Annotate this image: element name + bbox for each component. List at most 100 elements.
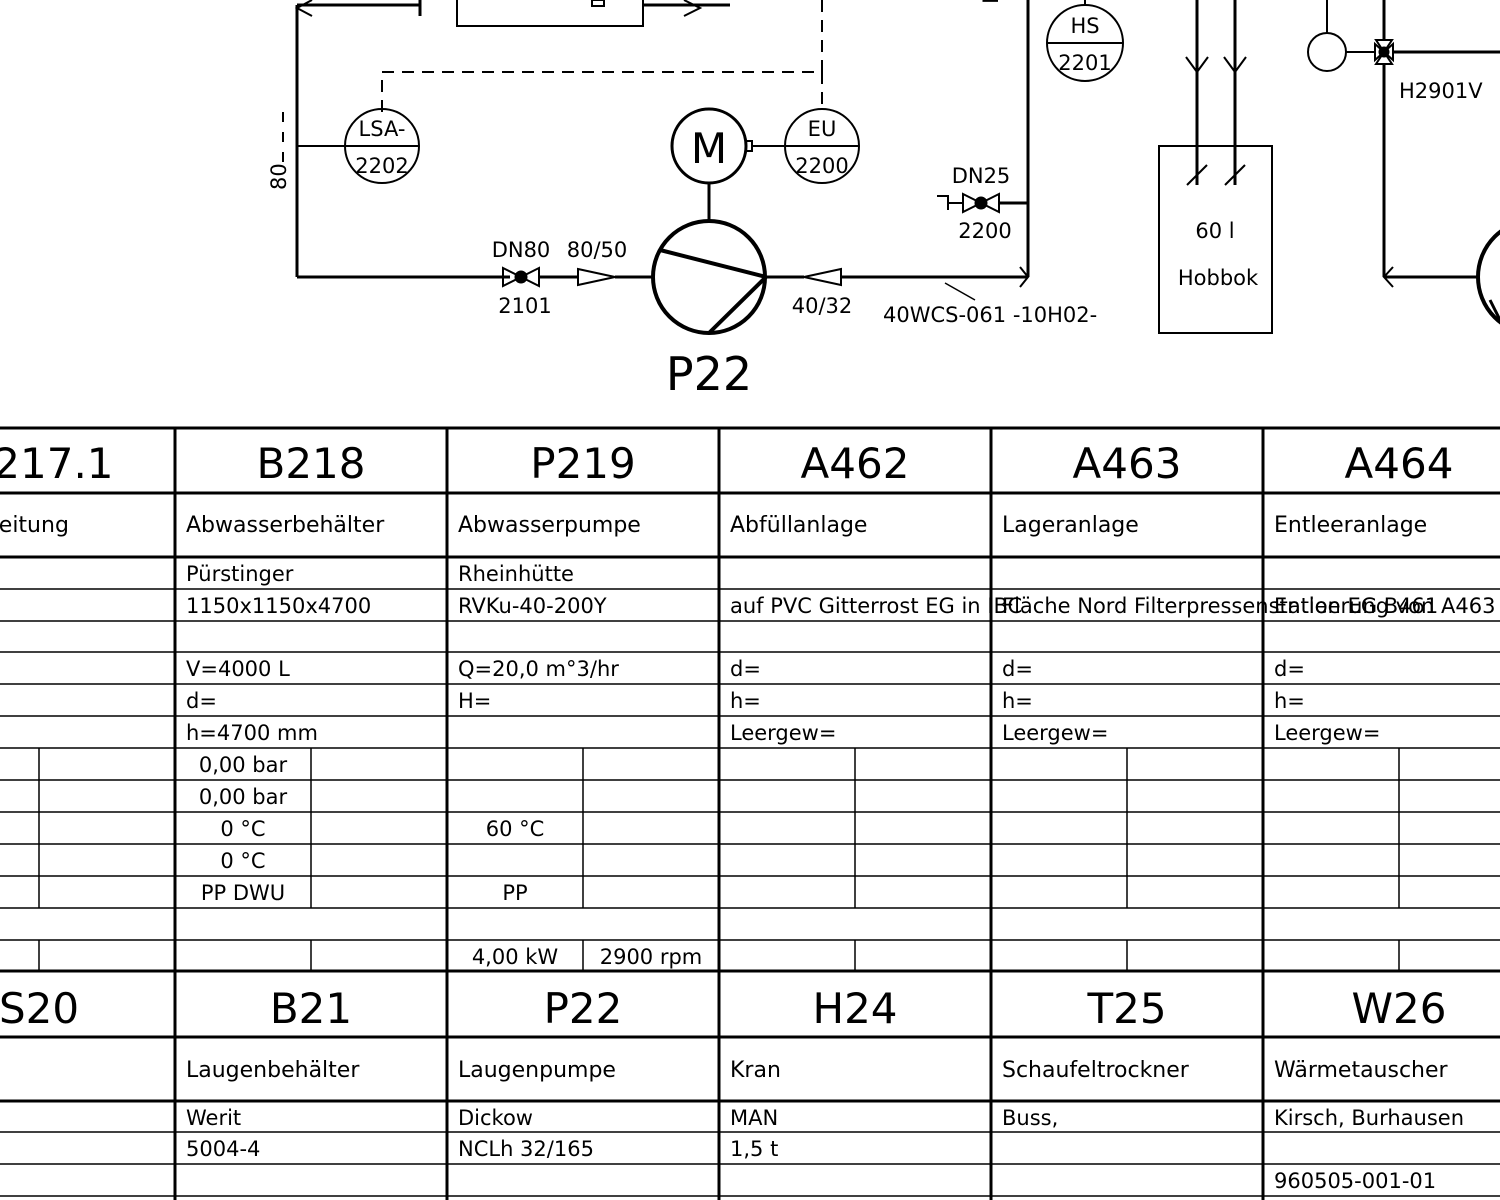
pump-triangle-bottom xyxy=(707,275,768,335)
equipment-spec: Leergew= xyxy=(1002,721,1108,745)
equipment-condition: PP xyxy=(502,881,527,905)
equipment-spec: Buss, xyxy=(1002,1106,1058,1130)
equipment-spec: auf PVC Gitterrost EG in IBC xyxy=(730,594,1022,618)
process-diagram: 80 LSA- 2202 M EU 2200 P22 DN80 2101 80/… xyxy=(267,0,1500,401)
dimension-label: 80 xyxy=(267,163,291,190)
equipment-spec: Leergew= xyxy=(1274,721,1380,745)
equipment-condition: 0 °C xyxy=(220,817,265,841)
equipment-spec: 1150x1150x4700 xyxy=(186,594,371,618)
equipment-spec: d= xyxy=(1002,657,1033,681)
equipment-spec: Entleerung von A463 auf xyxy=(1274,594,1500,618)
equipment-spec: h=4700 mm xyxy=(186,721,318,745)
equipment-table-text: B217.1u. RohrleitungrrB218Abwasserbehält… xyxy=(0,439,1500,1193)
equipment-description: u. Rohrleitung xyxy=(0,513,69,538)
instrument-eu-bottom: 2200 xyxy=(795,154,848,178)
pump-triangle-top xyxy=(659,248,767,279)
instrument-hs-top: HS xyxy=(1070,14,1099,38)
tank-name: Hobbok xyxy=(1178,266,1259,290)
instrument-hs-bottom: 2201 xyxy=(1058,51,1111,75)
line-number-leader xyxy=(944,282,976,301)
equipment-spec: h= xyxy=(1274,689,1305,713)
equipment-spec: Pürstinger xyxy=(186,562,294,586)
valve-h2901v-left xyxy=(1374,41,1386,63)
pipe-arrow-right-top xyxy=(683,0,703,17)
label-dn25: DN25 xyxy=(952,164,1011,188)
equipment-spec: 5004-4 xyxy=(186,1137,260,1161)
equipment-condition: 0,00 bar xyxy=(199,753,288,777)
equipment-spec: 1,5 t xyxy=(730,1137,778,1161)
equipment-tag: S20 xyxy=(0,984,79,1033)
equipment-tag: H24 xyxy=(812,984,897,1033)
motor-letter: M xyxy=(691,124,727,173)
equipment-description: Abwasserbehälter xyxy=(186,513,385,538)
pump-tag: P22 xyxy=(666,347,752,401)
equipment-condition: PP DWU xyxy=(201,881,285,905)
equipment-speed: 2900 rpm xyxy=(600,945,703,969)
pump-right-partial xyxy=(1476,229,1500,325)
pipe-arrow-left xyxy=(294,0,313,17)
equipment-spec: Kirsch, Burhausen xyxy=(1274,1106,1464,1130)
label-valve-2101: 2101 xyxy=(498,294,551,318)
equipment-box-nozzle xyxy=(591,0,605,7)
equipment-description: Kran xyxy=(730,1058,781,1083)
equipment-spec: V=4000 L xyxy=(186,657,290,681)
reducer-80-50 xyxy=(577,267,616,287)
equipment-table-grid xyxy=(0,426,1500,1200)
label-h2901v: H2901V xyxy=(1399,79,1483,103)
equipment-spec: Leergew= xyxy=(730,721,836,745)
equipment-spec: Dickow xyxy=(458,1106,533,1130)
equipment-description: Entleeranlage xyxy=(1274,513,1427,538)
label-valve-2200: 2200 xyxy=(958,219,1011,243)
equipment-spec: 960505-001-01 xyxy=(1274,1169,1436,1193)
valve-2101-ball xyxy=(514,270,528,284)
label-clipped-h: H xyxy=(979,0,1003,4)
equipment-spec: d= xyxy=(186,689,217,713)
label-line-number: 40WCS-061 -10H02- xyxy=(883,303,1097,327)
equipment-spec: Q=20,0 m°3/hr xyxy=(458,657,619,681)
equipment-spec: d= xyxy=(1274,657,1305,681)
valve-2200-ball xyxy=(974,196,988,210)
equipment-tag: B21 xyxy=(270,984,352,1033)
instrument-lsa-bottom: 2202 xyxy=(355,154,408,178)
tank-feed-1-arrow xyxy=(1185,56,1209,74)
equipment-description: Abwasserpumpe xyxy=(458,513,641,538)
equipment-description: Laugenpumpe xyxy=(458,1058,616,1083)
equipment-spec: Werit xyxy=(186,1106,241,1130)
pipe-arrow-right-bottom xyxy=(1382,266,1394,288)
pump-circle xyxy=(651,219,767,335)
valve-2200-left xyxy=(962,192,984,214)
valve-h2901v-actuator xyxy=(1307,32,1347,72)
pump-right-partial-line xyxy=(1488,299,1500,321)
tank-feed-2-arrow xyxy=(1223,56,1247,74)
equipment-tag: B218 xyxy=(257,439,366,488)
equipment-power: 4,00 kW xyxy=(472,945,559,969)
label-dn80: DN80 xyxy=(492,238,551,262)
label-reducer-in: 80/50 xyxy=(567,238,628,262)
equipment-spec: Fläche Nord Filterpressenstation EG B461 xyxy=(1002,594,1438,618)
tank-feed-2-slash xyxy=(1224,164,1246,186)
equipment-box-top xyxy=(456,0,644,27)
equipment-description: Wärmetauscher xyxy=(1274,1058,1449,1083)
equipment-tag: P219 xyxy=(530,439,636,488)
equipment-description: Schaufeltrockner xyxy=(1002,1058,1190,1083)
equipment-spec: NCLh 32/165 xyxy=(458,1137,594,1161)
equipment-condition: 0,00 bar xyxy=(199,785,288,809)
tank-volume: 60 l xyxy=(1195,219,1234,243)
equipment-tag: A462 xyxy=(801,439,910,488)
equipment-description: Laugenbehälter xyxy=(186,1058,360,1083)
equipment-description: Abfüllanlage xyxy=(730,513,867,538)
tank-feed-1-slash xyxy=(1186,164,1208,186)
valve-2101-left xyxy=(502,266,524,288)
equipment-tag: A463 xyxy=(1073,439,1182,488)
reducer-40-32 xyxy=(803,267,842,287)
valve-h2901v-ball xyxy=(1378,46,1390,58)
equipment-tag: B217.1 xyxy=(0,439,114,488)
instrument-eu-top: EU xyxy=(808,117,837,141)
equipment-spec: MAN xyxy=(730,1106,778,1130)
equipment-spec: h= xyxy=(730,689,761,713)
equipment-tag: T25 xyxy=(1086,984,1166,1033)
equipment-condition: 60 °C xyxy=(486,817,545,841)
equipment-description: Lageranlage xyxy=(1002,513,1139,538)
signal-line-lsa xyxy=(381,0,823,112)
equipment-spec: d= xyxy=(730,657,761,681)
